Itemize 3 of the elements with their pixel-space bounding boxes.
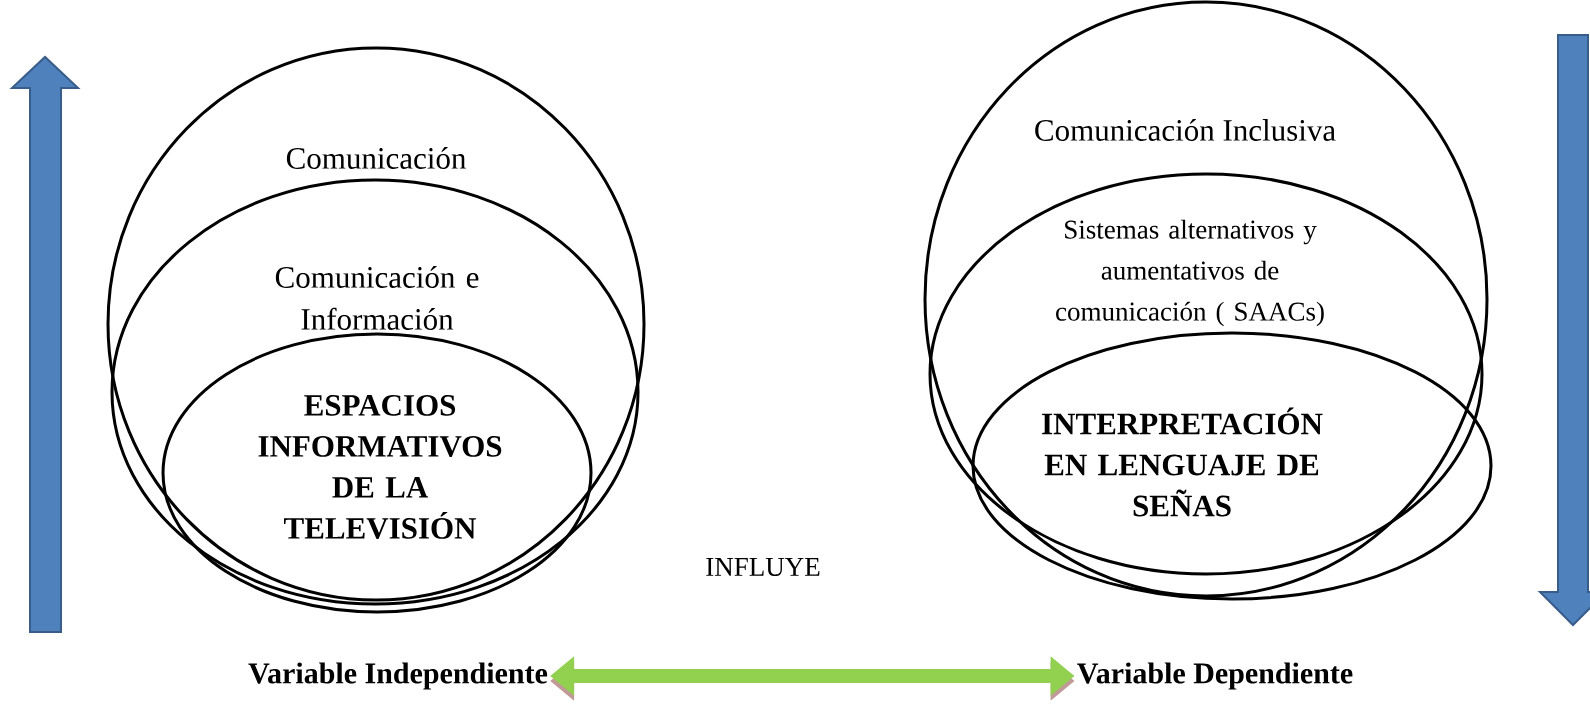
edge-label: INFLUYE xyxy=(703,556,823,578)
text-label: Variable Independiente xyxy=(248,662,548,690)
text-label: Variable Dependiente xyxy=(1077,662,1353,690)
